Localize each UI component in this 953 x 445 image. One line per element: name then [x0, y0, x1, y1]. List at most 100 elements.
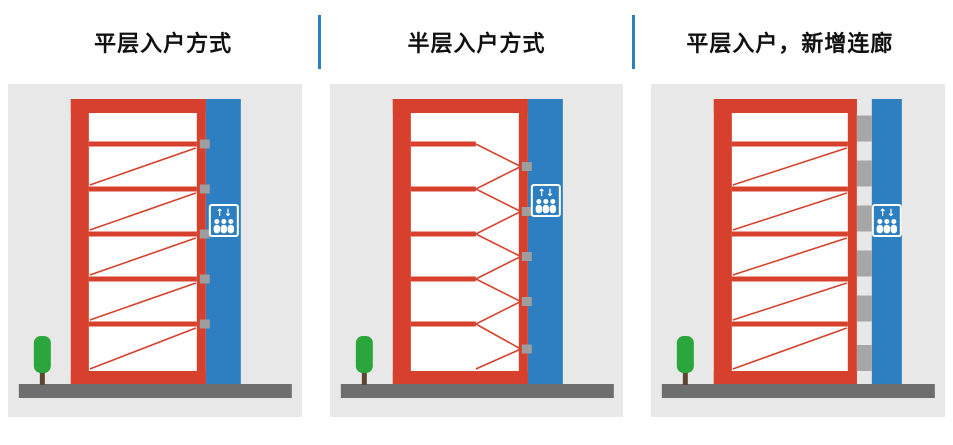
roof-beam: [70, 99, 206, 113]
stair-line: [89, 282, 197, 321]
person-icon: [213, 219, 221, 234]
corridor-block: [857, 295, 873, 322]
stair-lines: [732, 147, 848, 370]
tree-icon: [677, 336, 695, 385]
title-cell-flat-entry: 平层入户方式: [8, 26, 318, 58]
elevator-icon: ↑↓: [530, 184, 561, 217]
stair-line: [732, 282, 848, 321]
panel-half-landing-entry: ↑↓: [329, 84, 624, 417]
floor-slab: [88, 231, 197, 237]
panel-flat-entry: ↑↓: [8, 84, 302, 417]
corridor-connectors: [857, 115, 873, 371]
elevator-arrows: ↑↓: [537, 188, 554, 199]
title-cell-half-landing-entry: 半层入户方式: [321, 26, 631, 58]
elevator-icon: ↑↓: [872, 204, 903, 237]
person-icon: [890, 219, 898, 234]
flat-entry-diagram: ↑↓: [18, 99, 292, 398]
building-interior: [732, 113, 849, 371]
ground-bar: [340, 384, 614, 398]
divider-line: [631, 15, 635, 69]
door-mark: [521, 344, 532, 354]
door-mark: [521, 207, 532, 216]
diagram-panels: ↑↓: [0, 84, 953, 417]
floor-slabs: [410, 141, 476, 327]
floor-slab: [732, 186, 849, 192]
floor-slab: [732, 141, 849, 147]
landing-door-marks: [199, 139, 210, 329]
corridor-block: [857, 115, 873, 142]
base-beam: [714, 371, 858, 384]
door-mark: [521, 162, 532, 171]
left-column: [392, 99, 411, 384]
roof-beam: [714, 99, 858, 113]
panel-flat-entry-with-corridor: ↑↓: [651, 84, 946, 417]
building-interior: [88, 113, 197, 371]
building-interior: [410, 113, 519, 371]
door-mark: [199, 229, 210, 239]
floor-slab: [732, 231, 849, 237]
corridor-block: [857, 160, 873, 187]
person-icon: [883, 219, 891, 234]
floor-slab: [410, 231, 476, 237]
door-mark: [199, 184, 210, 194]
floor-slab: [732, 321, 849, 327]
ground-bar: [18, 384, 292, 398]
right-column: [196, 99, 206, 384]
elevator-icon: ↑↓: [208, 204, 239, 237]
stair-line: [732, 327, 848, 370]
elevator-shaft: [527, 99, 563, 384]
person-icon: [220, 219, 228, 234]
right-column: [518, 99, 528, 384]
title-cell-flat-entry-corridor: 平层入户，新增连廊: [635, 26, 945, 58]
flat-entry-corridor-diagram: ↑↓: [662, 99, 936, 398]
stair-line: [732, 192, 848, 231]
person-icon: [549, 199, 556, 214]
floor-slabs: [88, 141, 197, 327]
corridor-block: [857, 205, 873, 232]
stair-line: [89, 147, 197, 186]
left-column: [714, 99, 733, 384]
building-frame: [714, 99, 858, 384]
base-beam: [70, 371, 206, 384]
door-mark: [199, 274, 210, 284]
elevator-arrows: ↑↓: [879, 208, 896, 219]
building-frame: [392, 99, 528, 384]
stair-line: [732, 237, 848, 276]
floor-slab: [410, 186, 476, 192]
building-frame: [70, 99, 206, 384]
elevator-shaft: [205, 99, 241, 384]
floor-slab: [88, 276, 197, 282]
header: 平层入户方式 半层入户方式 平层入户，新增连廊: [0, 0, 953, 84]
ground-bar: [662, 384, 936, 398]
floor-slab: [88, 186, 197, 192]
divider-line: [318, 15, 322, 69]
door-mark: [199, 319, 210, 329]
stair-line: [732, 147, 848, 186]
roof-beam: [392, 99, 528, 113]
stair-lines: [89, 147, 197, 370]
person-icon: [542, 199, 549, 214]
panel-title-flat-entry-corridor: 平层入户，新增连廊: [686, 32, 894, 57]
person-icon: [535, 199, 542, 214]
left-column: [70, 99, 89, 384]
person-icon: [876, 219, 884, 234]
elevator-arrows: ↑↓: [215, 208, 232, 219]
floor-slab: [410, 141, 476, 147]
landing-door-marks: [521, 162, 532, 354]
door-mark: [521, 297, 532, 306]
floor-slab: [88, 141, 197, 147]
base-beam: [392, 371, 528, 384]
floor-slab: [88, 321, 197, 327]
right-column: [848, 99, 858, 384]
corridor-block: [857, 345, 873, 371]
stair-line: [89, 327, 197, 370]
half-landing-entry-diagram: ↑↓: [340, 99, 614, 398]
corridor-block: [857, 250, 873, 277]
person-icon: [227, 219, 235, 234]
half-landing-stair-lines: [473, 143, 523, 370]
floor-slabs: [732, 141, 849, 327]
elevator-shaft: [872, 99, 903, 384]
floor-slab: [410, 276, 476, 282]
stair-line: [89, 192, 197, 231]
